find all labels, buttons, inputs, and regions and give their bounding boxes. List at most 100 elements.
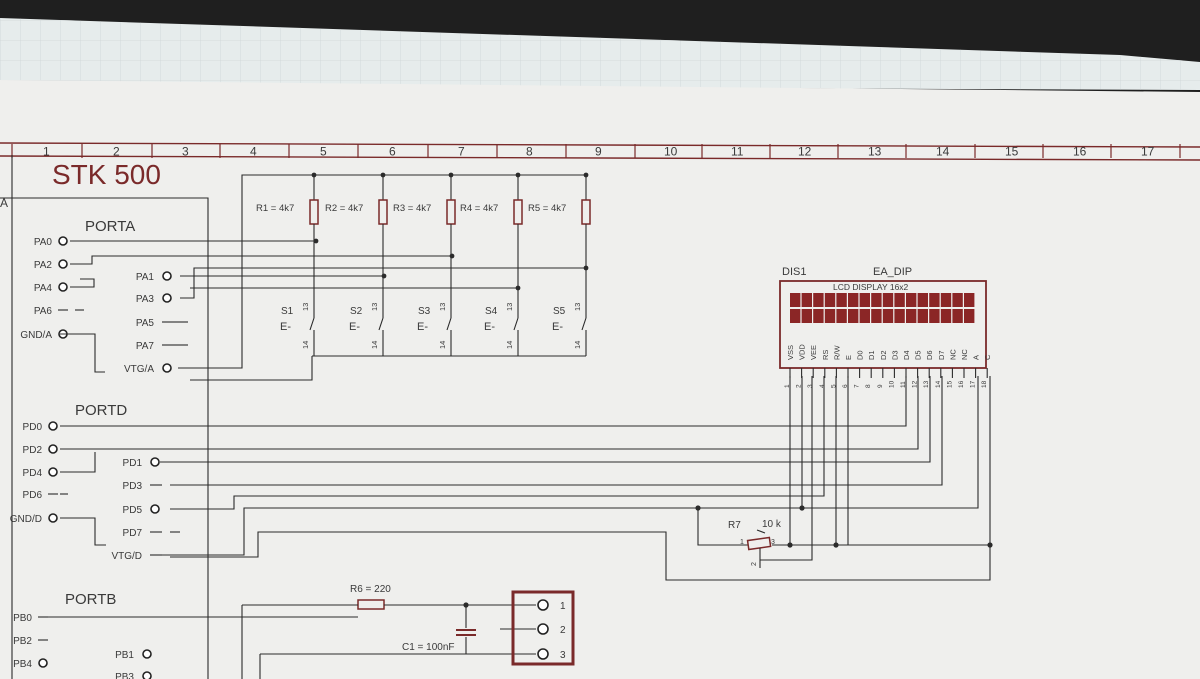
switch-symbol: E-: [484, 321, 495, 333]
porta-pin-circle: [162, 271, 172, 281]
grid-column-label: 15: [1005, 145, 1019, 159]
portd-pin-label: PD1: [123, 458, 143, 469]
grid-column-label: 3: [182, 145, 189, 159]
switch-pin-bottom: 14: [505, 341, 514, 349]
porta-pin-label: VTG/A: [124, 364, 154, 375]
r7-value: 10 k: [762, 519, 782, 530]
resistor-body: [446, 199, 456, 225]
lcd-pin-number: 9: [877, 384, 884, 388]
lcd-char-cell: [813, 293, 824, 307]
portd-pin-label: VTG/D: [111, 551, 142, 562]
connector-pin-number: 1: [560, 601, 566, 612]
porta-pin-label: PA5: [136, 318, 155, 329]
portb-pin-label: PB2: [13, 636, 32, 647]
lcd-pin-number: 4: [819, 384, 826, 388]
grid-column-label: 5: [320, 145, 327, 159]
portd-pin-label: PD7: [123, 528, 143, 539]
lcd-pin-number: 2: [796, 384, 803, 388]
lcd-ref: DIS1: [782, 266, 806, 278]
resistor-label: R3 = 4k7: [393, 203, 431, 214]
lcd-char-cell: [836, 293, 847, 307]
lcd-pin-name: D5: [914, 350, 923, 360]
portb-pin-label: PB1: [115, 650, 134, 661]
grid-column-label: 4: [250, 145, 257, 159]
lcd-pin-number: 18: [981, 380, 988, 388]
lcd-pin-name: C: [983, 354, 992, 360]
lcd-char-cell: [801, 309, 812, 323]
portd-pin-label: PD5: [123, 505, 143, 516]
lcd-pin-name: D6: [925, 350, 934, 360]
portd-pin-label: PD4: [23, 468, 43, 479]
lcd-char-cell: [952, 309, 963, 323]
lcd-char-cell: [917, 293, 928, 307]
porta-wires: [60, 174, 586, 373]
portd-pin-label: PD3: [123, 481, 143, 492]
row-marker: A: [0, 196, 8, 210]
grid-column-label: 17: [1141, 145, 1155, 159]
grid-column-label: 6: [389, 145, 396, 159]
switch-symbol: E-: [349, 321, 360, 333]
lcd-char-cell: [940, 309, 952, 323]
lcd-pin-number: 1: [784, 384, 791, 388]
grid-column-label: 16: [1073, 145, 1087, 159]
grid-column-label: 13: [868, 145, 882, 159]
lcd-char-cell: [964, 309, 975, 323]
resistor-label: R4 = 4k7: [460, 203, 498, 214]
portd-pin-circle: [150, 504, 160, 514]
schematic-sheet: [0, 80, 1200, 679]
portb-pin-label: PB0: [13, 613, 32, 624]
lcd-pin-number: 11: [900, 381, 907, 388]
switch-symbol: E-: [417, 321, 428, 333]
portd-pin-label: PD0: [23, 422, 43, 433]
lcd-pin-name: D4: [902, 350, 911, 360]
grid-column-label: 7: [458, 145, 465, 159]
switch-label: S5: [553, 306, 566, 317]
porta-pin-label: PA2: [34, 260, 53, 271]
connector-pin: [537, 648, 549, 660]
resistor-body: [309, 199, 319, 225]
portb-pin-circle: [142, 649, 152, 659]
resistor-label: R5 = 4k7: [528, 203, 566, 214]
resistor-body: [513, 199, 523, 225]
lcd-char-cell: [790, 309, 801, 323]
lcd-pin-name: R/W: [832, 345, 841, 361]
lcd-pin-number: 3: [807, 384, 814, 388]
grid-column-label: 10: [664, 145, 678, 159]
resistor-label: R2 = 4k7: [325, 203, 363, 214]
r6-label: R6 = 220: [350, 584, 391, 595]
connector-pin: [537, 599, 549, 611]
lcd-pin-number: 5: [830, 384, 837, 388]
lcd-char-cell: [813, 309, 824, 323]
lcd-pin-number: 14: [935, 380, 942, 388]
grid-column-label: 8: [526, 145, 533, 159]
grid-column-label: 1: [43, 145, 50, 159]
switch-label: S1: [281, 306, 294, 317]
portb-pin-circle: [142, 671, 152, 679]
lcd-char-cell: [882, 293, 894, 307]
lcd-pin-name: VDD: [798, 344, 807, 360]
lcd-pin-name: E: [844, 355, 853, 360]
resistor-label: R1 = 4k7: [256, 203, 294, 214]
porta-pin-circle: [58, 236, 68, 246]
porta-pin-label: PA6: [34, 306, 53, 317]
lcd-char-cell: [940, 293, 952, 307]
switch-symbol: E-: [280, 321, 291, 333]
portb-pin-circle: [38, 658, 48, 668]
lcd-char-cell: [836, 309, 847, 323]
lcd-char-cell: [882, 309, 894, 323]
lcd-pin-name: D3: [890, 350, 899, 360]
switch-pin-top: 13: [505, 303, 514, 311]
porta-pin-circle: [162, 293, 172, 303]
lcd-pin-name: D0: [856, 350, 865, 360]
lcd-pin-name: D1: [867, 350, 876, 360]
lcd-char-cell: [859, 293, 870, 307]
lcd-pin-number: 15: [946, 380, 953, 388]
r7-pin3: 3: [771, 539, 775, 546]
switch-label: S3: [418, 306, 431, 317]
lcd-char-cell: [917, 309, 928, 323]
resistor-body: [581, 199, 591, 225]
lcd-pin-number: 16: [958, 380, 965, 388]
portd-pin-circle: [48, 513, 58, 523]
lcd-char-cell: [871, 293, 882, 307]
lcd-char-cell: [906, 293, 917, 307]
